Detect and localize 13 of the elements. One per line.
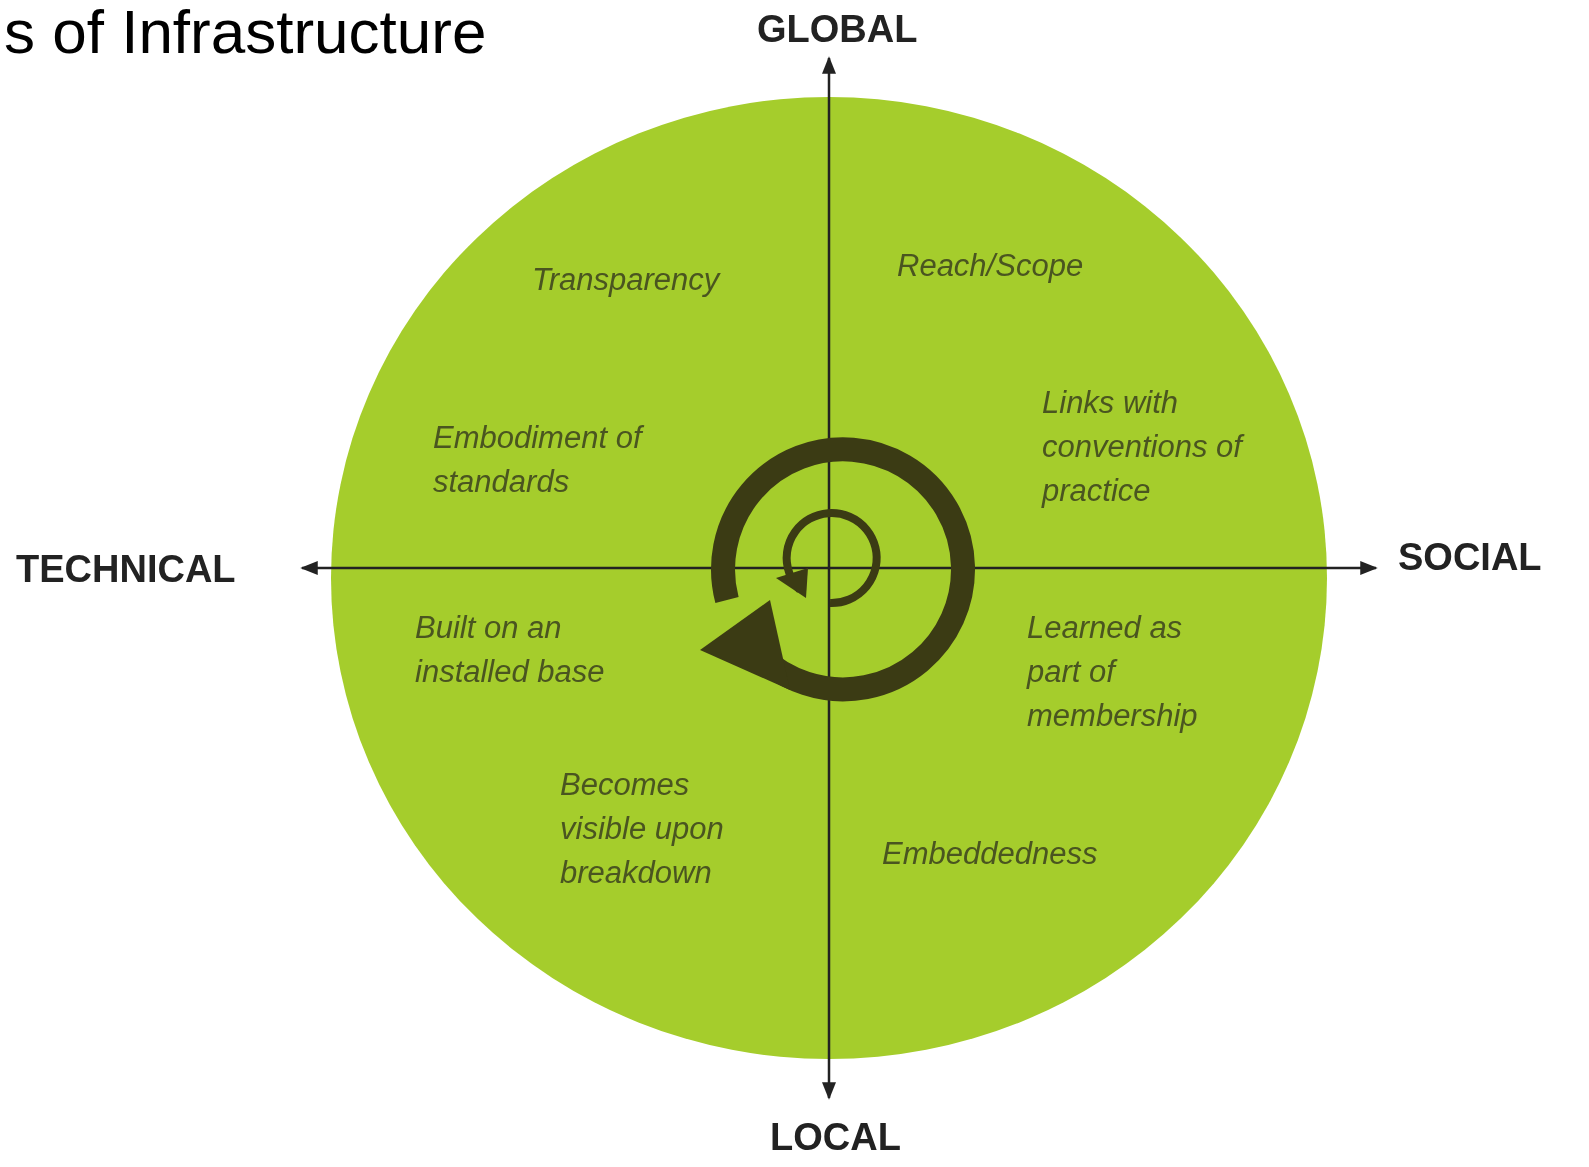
- property-label: Embeddedness: [882, 835, 1098, 873]
- axis-label: LOCAL: [770, 1116, 901, 1159]
- property-label: Learned as part of membership: [1027, 609, 1199, 735]
- axis-label: SOCIAL: [1398, 536, 1542, 579]
- title: s of Infrastructure: [4, 0, 487, 67]
- axis-label: GLOBAL: [757, 8, 918, 51]
- property-label: Links with conventions of practice: [1042, 381, 1257, 513]
- property-label: Built on an installed base: [415, 609, 606, 691]
- property-label: Reach/Scope: [897, 247, 1084, 285]
- property-label: Embodiment of standards: [433, 416, 648, 504]
- property-label: Transparency: [532, 261, 720, 299]
- axis-label: TECHNICAL: [16, 548, 236, 591]
- property-label: Becomes visible upon breakdown: [560, 766, 725, 892]
